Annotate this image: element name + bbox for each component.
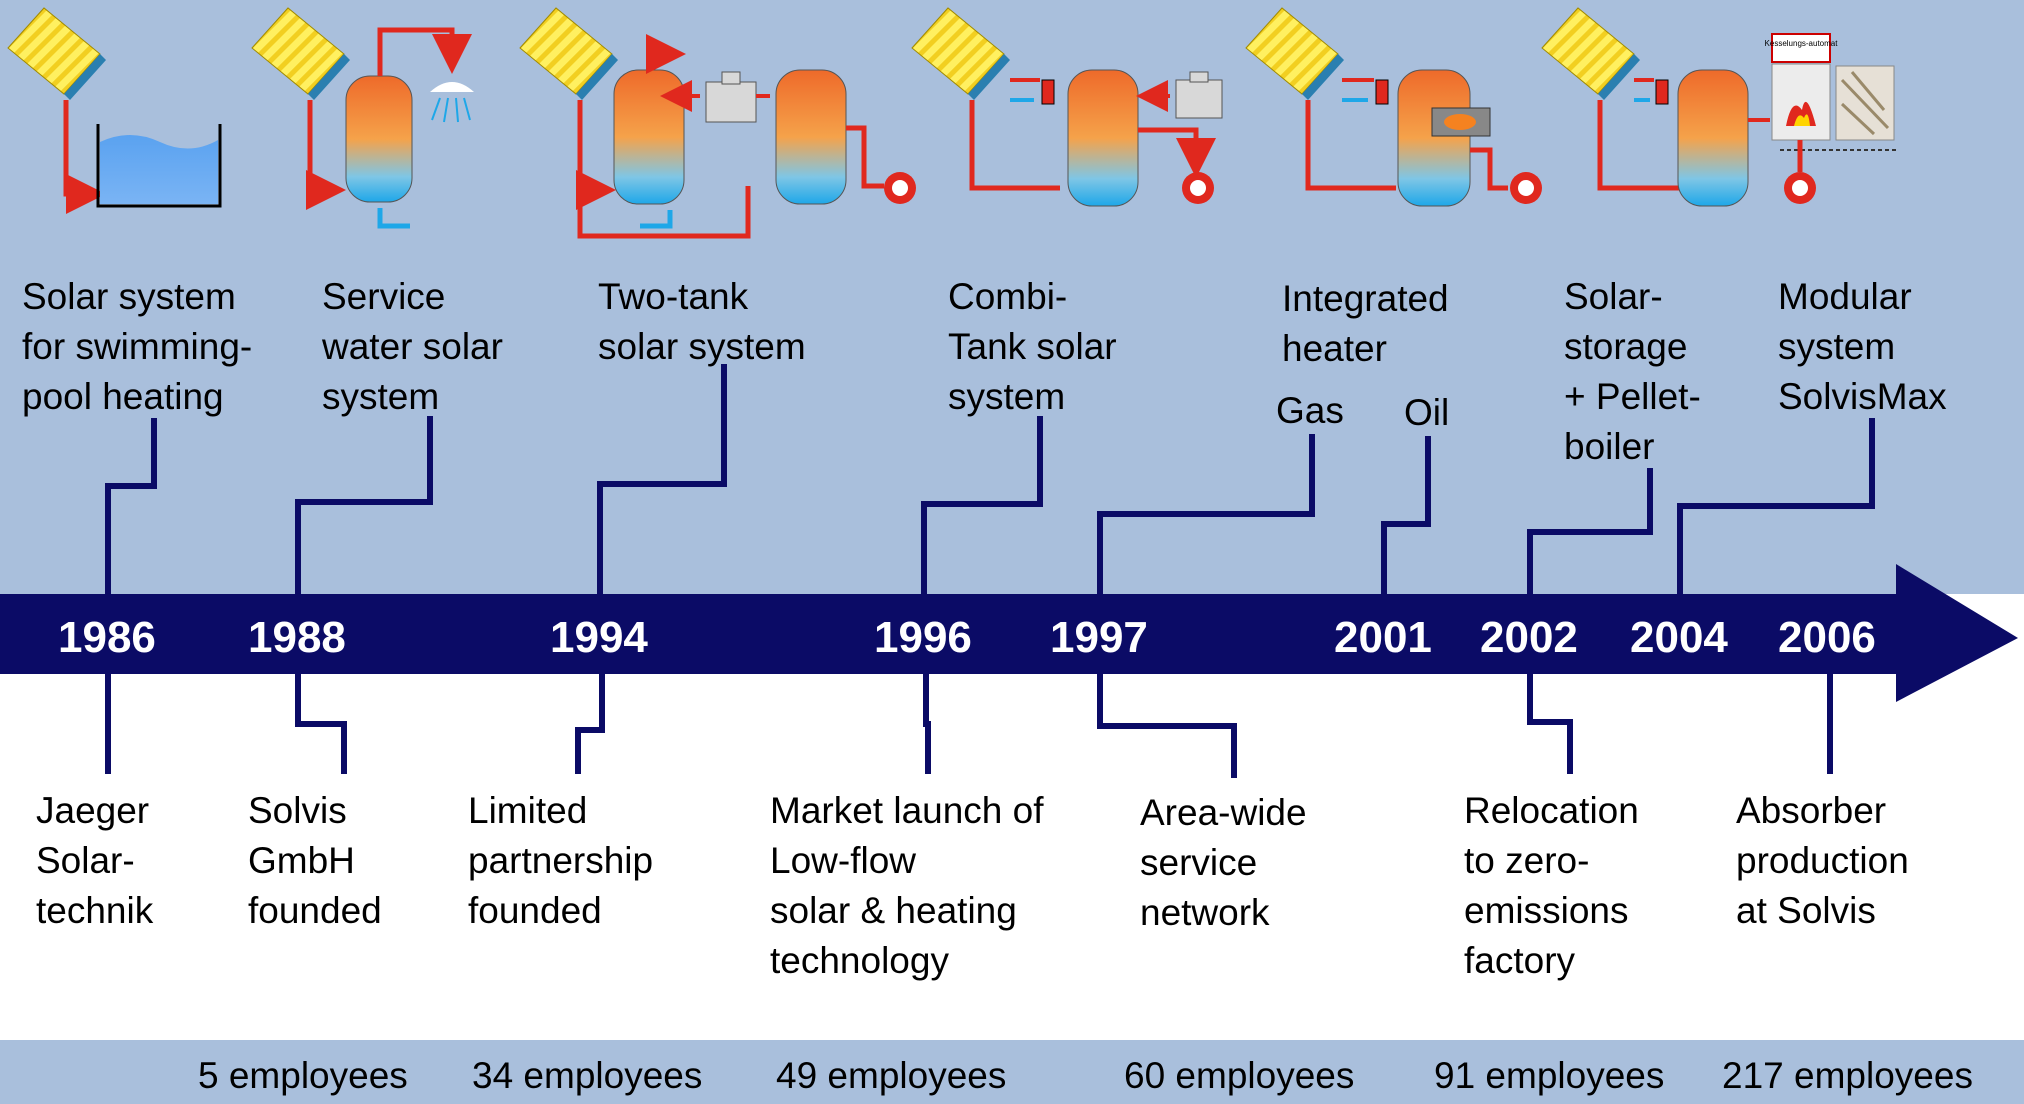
year-label-2004: 2004 [1630,613,1728,662]
connector-1988-top [295,416,433,594]
connector-1996-top [921,416,1043,594]
top-event-1997-gas: Gas [1276,390,1344,431]
year-label-1986: 1986 [58,613,156,662]
year-label-2001: 2001 [1334,613,1432,662]
year-label-1997: 1997 [1050,613,1148,662]
employee-count-2006: 217 employees [1722,1055,1973,1096]
bottom-connectors [105,674,1833,778]
employee-count-1996: 49 employees [776,1055,1007,1096]
pool-system-icon [7,7,222,214]
employee-count-1994: 34 employees [472,1055,703,1096]
connector-2002-top [1527,468,1653,594]
employee-count-1997: 60 employees [1124,1055,1355,1096]
connector-1996-bottom [923,674,931,774]
combi-tank-system-icon [911,7,1223,207]
connector-1997-bottom [1097,674,1237,778]
connector-1994-top [597,364,727,594]
integrated-heater-system-icon [1245,7,1542,207]
two-tank-system-icon [519,7,916,239]
year-label-1996: 1996 [874,613,972,662]
connector-1994-bottom [575,674,605,774]
top-connectors [105,364,1875,594]
connector-1988-bottom [295,674,347,774]
timeline-arrow [0,564,2018,702]
connector-1997-top [1097,434,1315,594]
year-label-1994: 1994 [550,613,648,662]
employee-count-2002: 91 employees [1434,1055,1665,1096]
connector-2001-top [1381,436,1431,594]
connector-1986-top [105,418,157,594]
employee-count-1988: 5 employees [198,1055,408,1096]
pellet-boiler-system-icon: Kesselungs-automat [1541,7,1896,207]
year-label-2006: 2006 [1778,613,1876,662]
service-water-system-icon [251,7,474,229]
top-event-2001-oil: Oil [1404,392,1450,433]
pellet-box-label: Kesselungs-automat [1765,39,1839,48]
connector-2004-top [1677,418,1875,594]
year-label-2002: 2002 [1480,613,1578,662]
employee-band [0,1040,2024,1104]
top-event-2002: Solar-storage+ Pellet-boiler [1564,276,1701,467]
year-label-1988: 1988 [248,613,346,662]
connector-2002-bottom [1527,674,1573,774]
